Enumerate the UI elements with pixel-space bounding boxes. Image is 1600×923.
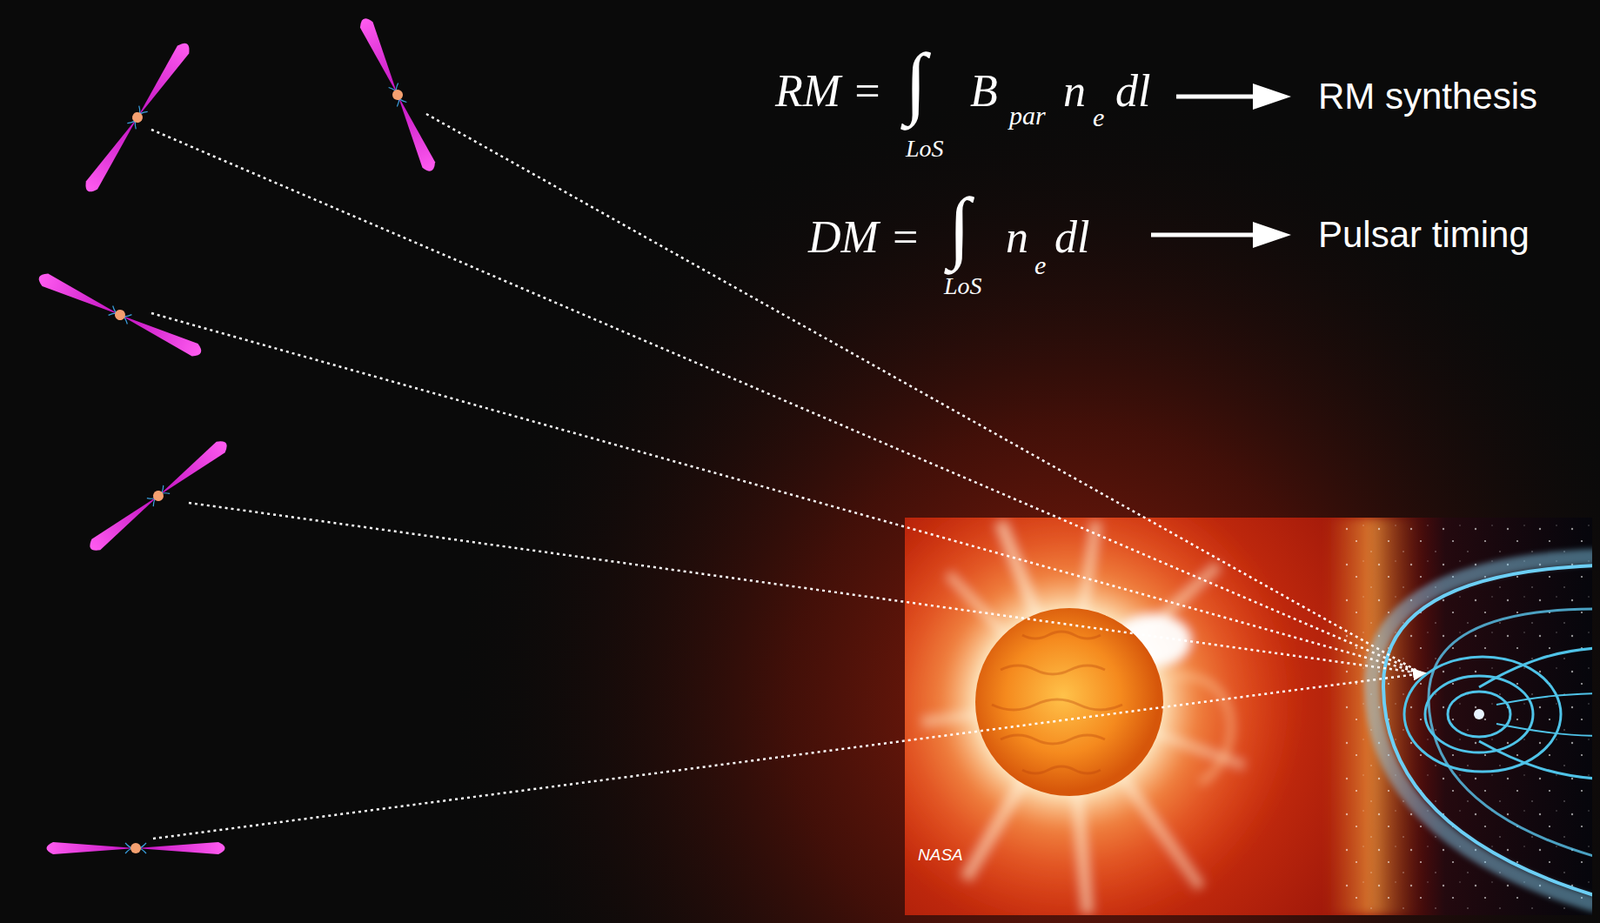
equation-term: dl: [1115, 68, 1151, 114]
sun-texture: [991, 699, 1123, 710]
magnetosphere: [1383, 565, 1593, 897]
pulsar: [130, 843, 141, 854]
method-label: RM synthesis: [1318, 78, 1538, 115]
pulsar: [86, 437, 230, 555]
pulsar: [147, 485, 170, 507]
corona-rays: [904, 517, 1305, 916]
pulsar: [388, 83, 408, 108]
magnetosphere: [1404, 656, 1561, 772]
equation-term: B: [970, 68, 998, 114]
integral-sign: ∫: [904, 41, 927, 122]
sun-texture: [1022, 631, 1101, 639]
equation-term: n: [1063, 68, 1086, 114]
magnetosphere: [1479, 648, 1593, 688]
pulsar: [131, 40, 193, 122]
magnetosphere: [1496, 693, 1593, 705]
method-label: Pulsar timing: [1318, 216, 1530, 254]
magnetosphere: [1372, 556, 1593, 905]
subscript: e: [1034, 252, 1046, 279]
pulsar: [357, 16, 438, 175]
pulsar: [36, 270, 205, 359]
integral-limit: LoS: [905, 136, 944, 161]
corona-rays: [1165, 676, 1232, 784]
method-arrows: [1176, 94, 1255, 100]
corona-rays: [904, 517, 1305, 916]
magnetosphere: [1473, 709, 1485, 720]
pulsars: [36, 16, 438, 855]
equation-term: DM =: [808, 214, 921, 261]
method-arrows: [1151, 233, 1255, 238]
sun-disc: [975, 608, 1164, 797]
pulsar: [86, 490, 162, 555]
pulsar: [151, 488, 167, 504]
magnetosphere: [1372, 556, 1593, 905]
sun-texture: [1022, 766, 1101, 774]
magnetosphere: [1428, 609, 1593, 857]
pulsar: [81, 113, 143, 196]
magnetosphere: [1479, 741, 1593, 779]
pulsar: [390, 87, 405, 102]
lines-of-sight: [151, 113, 1424, 839]
pulsar: [153, 437, 230, 502]
magnetosphere: [1425, 676, 1534, 753]
pulsar: [46, 842, 137, 855]
pulsar: [113, 307, 128, 322]
pulsar: [130, 110, 146, 126]
integral-sign: ∫: [948, 186, 971, 267]
subscript: e: [1092, 104, 1105, 131]
pulsar: [108, 305, 133, 324]
equation-term: n: [1005, 214, 1029, 261]
credit-watermark: NASA: [917, 846, 964, 864]
equation-term: dl: [1054, 214, 1090, 261]
lines-of-sight: [151, 129, 1422, 674]
sun-texture: [1000, 665, 1105, 675]
magnetosphere: [1447, 691, 1511, 737]
sun-texture: [991, 631, 1123, 774]
equation-term: RM =: [775, 68, 883, 114]
pulsar: [117, 308, 205, 360]
pulsar: [36, 270, 124, 322]
lines-of-sight: [153, 673, 1424, 839]
lines-of-sight: [188, 502, 1422, 674]
pulsar: [81, 40, 193, 195]
pulsar: [125, 843, 147, 854]
pulsar: [135, 842, 226, 855]
pulsar: [46, 842, 226, 855]
integral-limit: LoS: [943, 274, 983, 299]
subscript: par: [1009, 102, 1046, 129]
lines-of-sight: [151, 313, 1422, 674]
sun-texture: [1000, 735, 1105, 744]
magnetosphere: [1496, 723, 1593, 737]
pulsar: [127, 106, 148, 130]
method-arrows: [1151, 96, 1255, 235]
sun-earth-photo: [904, 517, 1593, 916]
lines-of-sight: [426, 113, 1422, 674]
